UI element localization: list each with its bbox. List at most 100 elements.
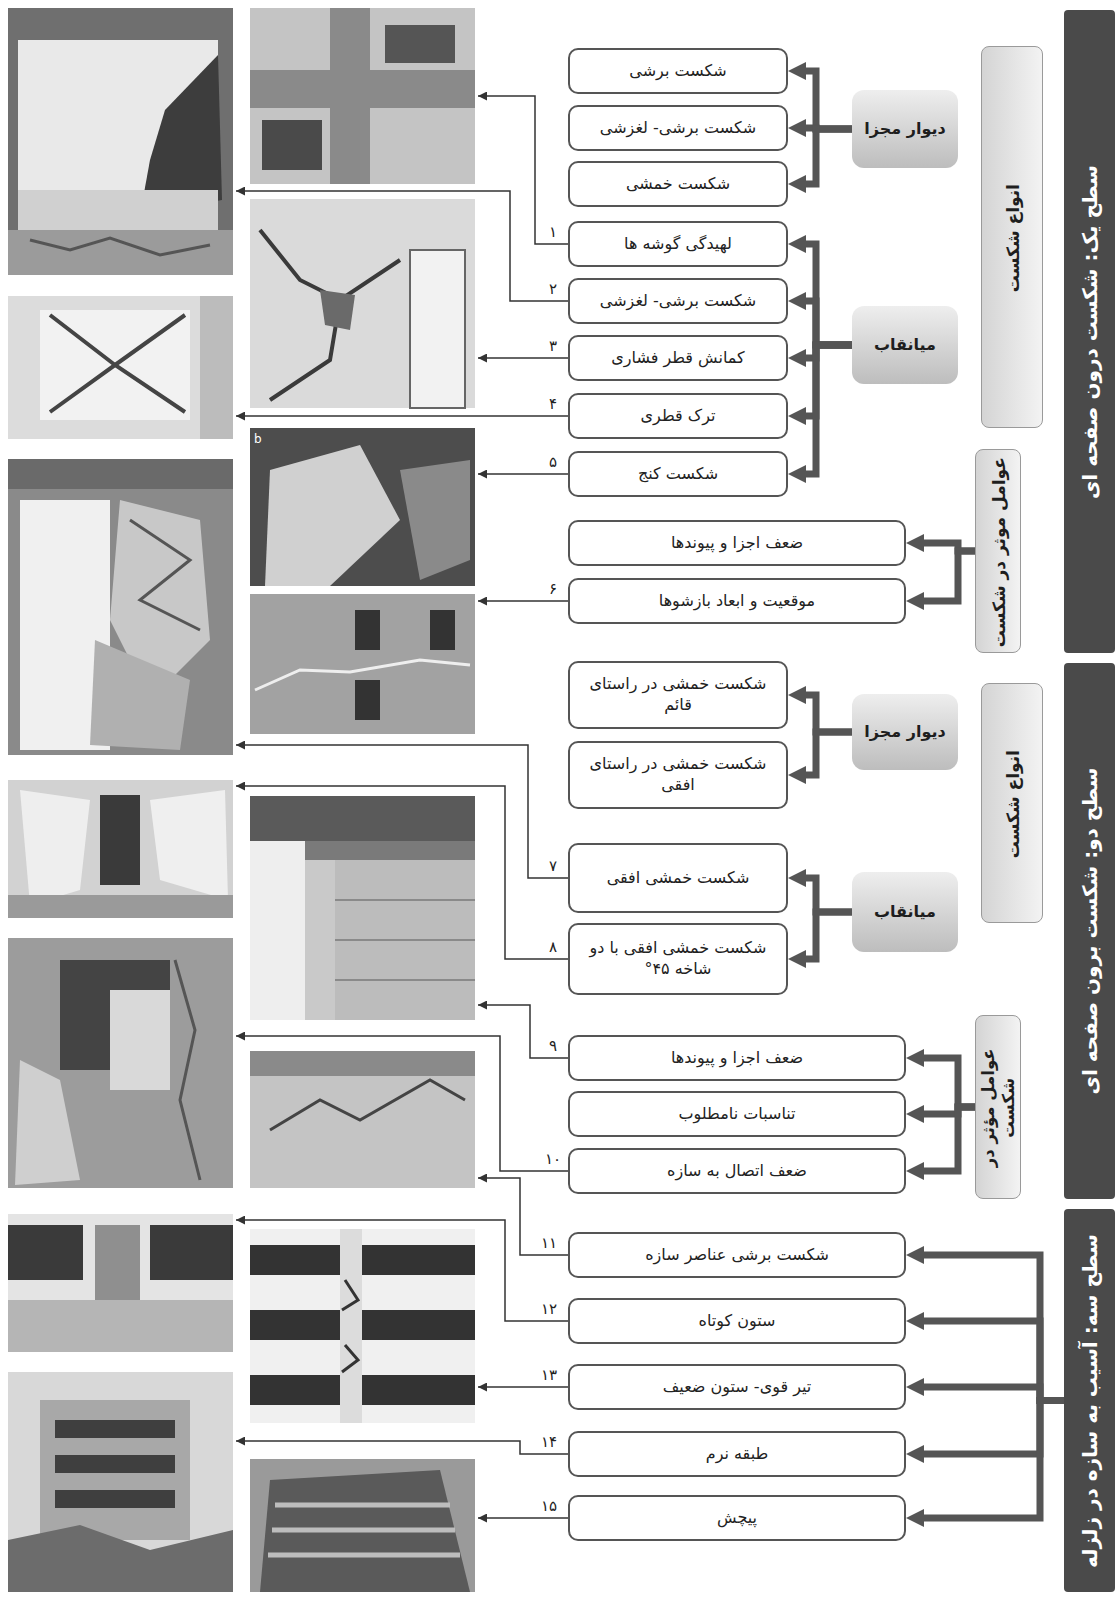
text-group: میانقاب bbox=[874, 902, 936, 922]
node-text: سطح دو: شکست برون صفحه ای bbox=[1078, 669, 1102, 1193]
group-box: میانقاب bbox=[852, 872, 958, 952]
node-text: انواع شکست bbox=[1003, 53, 1023, 423]
damage-photo bbox=[8, 1372, 233, 1592]
flow-arrow bbox=[796, 345, 852, 416]
node-text: موقعیت و ابعاد بازشوها bbox=[659, 591, 815, 612]
failure-box: ضعف اتصال به سازه bbox=[568, 1148, 906, 1194]
text-group: سطح یک: شکست درون صفحه ای bbox=[1078, 16, 1102, 647]
damage-photo bbox=[250, 796, 475, 1020]
leader-line bbox=[478, 96, 568, 244]
category-band: عوامل موثر در شکست bbox=[975, 449, 1021, 653]
photo-mark: b bbox=[254, 430, 262, 448]
callout-number: ۲ bbox=[540, 280, 566, 298]
node-text: شکست برشی- لغزشی bbox=[600, 118, 756, 139]
callout-number: ۵ bbox=[540, 453, 566, 471]
leader-line bbox=[478, 600, 568, 602]
flow-arrow bbox=[914, 1321, 1064, 1401]
category-band: عوامل مؤثر در شکست bbox=[975, 1015, 1021, 1199]
failure-box: ضعف اجزا و پیوندها bbox=[568, 1035, 906, 1081]
node-text: شکست خمشی در راستای قائم bbox=[578, 674, 778, 716]
callout-number: ۷ bbox=[540, 857, 566, 875]
damage-photo bbox=[8, 459, 233, 755]
text-group: شکست برشی bbox=[629, 61, 726, 82]
leader-line bbox=[478, 473, 568, 475]
text-group: ضعف اتصال به سازه bbox=[667, 1161, 807, 1182]
failure-box: ضعف اجزا و پیوندها bbox=[568, 520, 906, 566]
leader-line bbox=[236, 415, 568, 417]
node-text: پیچش bbox=[717, 1508, 757, 1529]
flow-arrow bbox=[796, 129, 852, 184]
leader-line bbox=[236, 1220, 568, 1321]
text-group: سطح دو: شکست برون صفحه ای bbox=[1078, 669, 1102, 1193]
callout-number: ۱۵ bbox=[536, 1497, 562, 1515]
failure-box: ستون کوتاه bbox=[568, 1298, 906, 1344]
node-text: میانقاب bbox=[874, 902, 936, 922]
node-text: ضعف اتصال به سازه bbox=[667, 1161, 807, 1182]
text-group: ضعف اجزا و پیوندها bbox=[671, 533, 803, 554]
text-group: عوامل مؤثر در شکست bbox=[979, 1022, 1019, 1194]
group-box: دیوار مجزا bbox=[852, 694, 958, 770]
node-text: تیر قوی- ستون ضعیف bbox=[663, 1377, 812, 1398]
node-text: عوامل موثر در شکست bbox=[989, 456, 1009, 648]
node-text: لهیدگی گوشه ها bbox=[624, 234, 732, 255]
level-band: سطح یک: شکست درون صفحه ای bbox=[1064, 10, 1115, 653]
failure-box: تیر قوی- ستون ضعیف bbox=[568, 1364, 906, 1410]
node-text: ستون کوتاه bbox=[699, 1311, 776, 1332]
text-group: شکست برشی- لغزشی bbox=[600, 291, 756, 312]
text-group: شکست خمشی افقی bbox=[607, 868, 750, 889]
text-group: شکست کنج bbox=[638, 464, 718, 485]
leader-line bbox=[236, 191, 568, 301]
text-group: ترک قطری bbox=[641, 406, 716, 427]
node-text: عوامل مؤثر در شکست bbox=[979, 1022, 1019, 1194]
node-text: شکست برشی- لغزشی bbox=[600, 291, 756, 312]
category-band: انواع شکست bbox=[981, 683, 1043, 923]
node-text: شکست خمشی افقی با دو شاخه ۴۵° bbox=[578, 938, 778, 980]
flow-arrow bbox=[914, 1107, 975, 1171]
leader-line bbox=[236, 786, 568, 959]
text-group: لهیدگی گوشه ها bbox=[624, 234, 732, 255]
node-text: شکست خمشی در راستای افقی bbox=[578, 754, 778, 796]
callout-number: ۱۴ bbox=[536, 1433, 562, 1451]
leader-line bbox=[478, 1178, 568, 1255]
text-group: موقعیت و ابعاد بازشوها bbox=[659, 591, 815, 612]
level-band: سطح دو: شکست برون صفحه ای bbox=[1064, 663, 1115, 1199]
damage-photo bbox=[250, 594, 475, 734]
node-text: شکست خمشی افقی bbox=[607, 868, 750, 889]
leader-line bbox=[236, 1036, 568, 1171]
node-text: ضعف اجزا و پیوندها bbox=[671, 533, 803, 554]
text-group: پیچش bbox=[717, 1508, 757, 1529]
text-group: تناسبات نامطلوب bbox=[678, 1104, 795, 1125]
callout-number: ۱ bbox=[540, 223, 566, 241]
node-text: ترک قطری bbox=[641, 406, 716, 427]
node-text: دیوار مجزا bbox=[864, 722, 945, 742]
callout-number: ۹ bbox=[540, 1037, 566, 1055]
callout-number: ۶ bbox=[540, 580, 566, 598]
callout-number: ۴ bbox=[540, 395, 566, 413]
leader-line bbox=[478, 1386, 568, 1388]
failure-box: موقعیت و ابعاد بازشوها bbox=[568, 578, 906, 624]
callout-number: ۱۳ bbox=[536, 1366, 562, 1384]
flow-arrow bbox=[796, 695, 852, 732]
callout-number: ۱۰ bbox=[540, 1150, 566, 1168]
failure-box: شکست خمشی در راستای قائم bbox=[568, 661, 788, 729]
damage-photo bbox=[250, 199, 475, 408]
group-box: میانقاب bbox=[852, 306, 958, 384]
failure-box: طبقه نرم bbox=[568, 1431, 906, 1477]
flow-arrow bbox=[914, 1058, 975, 1107]
damage-photo bbox=[250, 8, 475, 184]
text-group: میانقاب bbox=[874, 335, 936, 355]
flow-arrow bbox=[914, 1401, 1064, 1519]
failure-box: شکست خمشی در راستای افقی bbox=[568, 741, 788, 809]
flow-arrow bbox=[796, 301, 852, 345]
node-text: انواع شکست bbox=[1003, 690, 1023, 918]
failure-box: شکست برشی- لغزشی bbox=[568, 105, 788, 151]
failure-box: شکست برشی- لغزشی bbox=[568, 278, 788, 324]
flow-arrow bbox=[914, 551, 975, 601]
callout-number: ۳ bbox=[540, 337, 566, 355]
text-group: سطح سه: آسیب به سازه در زلزله bbox=[1078, 1215, 1102, 1586]
callout-number: ۱۱ bbox=[536, 1234, 562, 1252]
failure-box: ترک قطری bbox=[568, 393, 788, 439]
flow-arrow bbox=[796, 71, 852, 129]
text-group: کمانش قطر فشاری bbox=[611, 348, 744, 369]
